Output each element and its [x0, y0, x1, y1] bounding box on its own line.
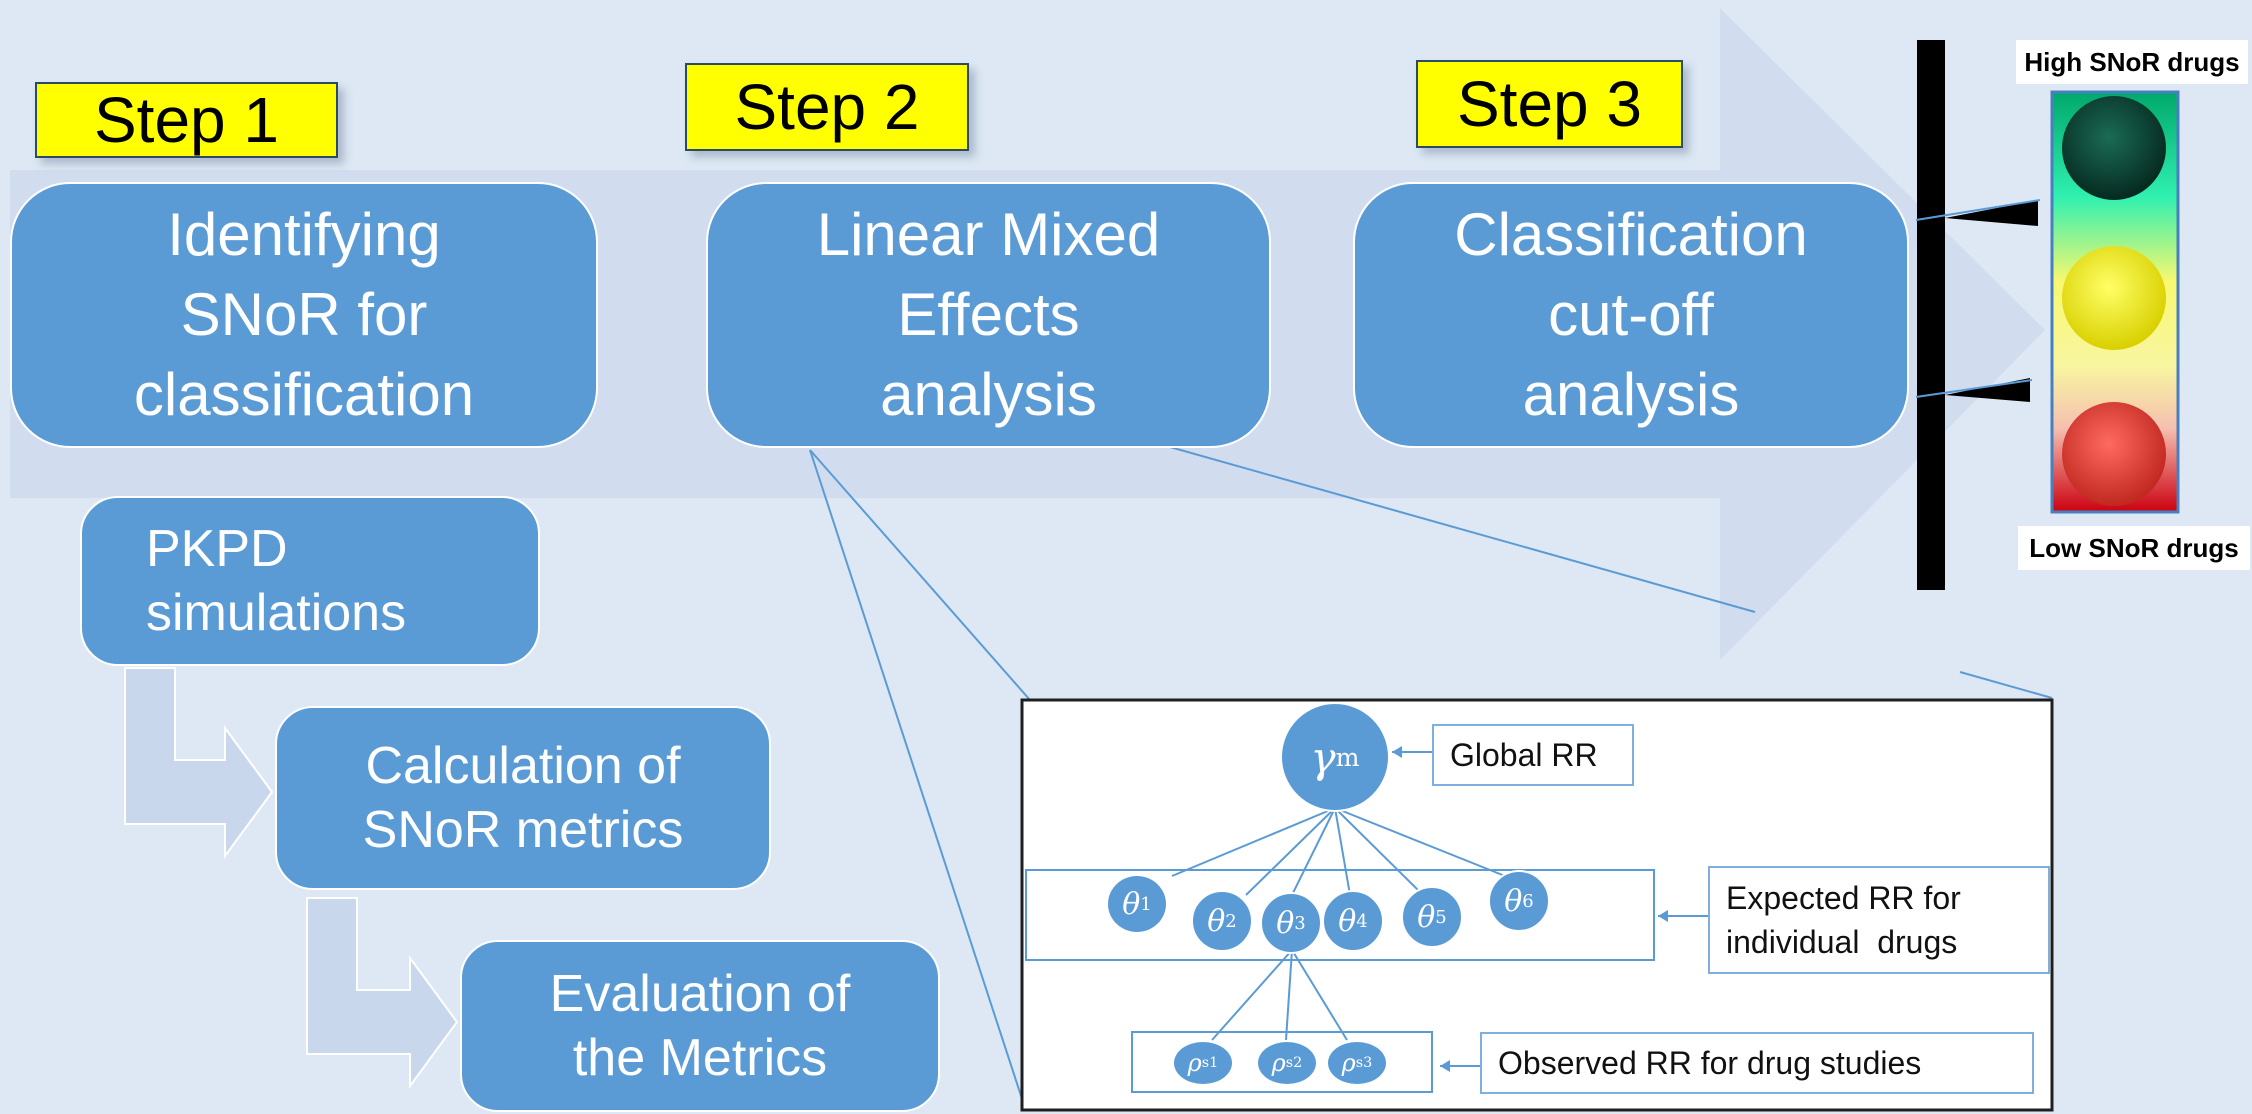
theta-1-symbol: θ	[1122, 886, 1141, 922]
theta-3-sub: 3	[1294, 912, 1306, 934]
step-1-label: Step 1	[35, 82, 338, 158]
step-3-box: Classification cut-off analysis	[1353, 182, 1909, 448]
step-3-label: Step 3	[1416, 60, 1683, 148]
high-snor-label: High SNoR drugs	[2016, 40, 2248, 84]
observed-rr-text: Observed RR for drug studies	[1498, 1045, 1922, 1081]
theta-3-symbol: θ	[1276, 905, 1295, 941]
expected-rr-line-1: Expected RR for	[1726, 880, 1961, 916]
theta-4-sub: 4	[1356, 910, 1368, 932]
rho-2-sub: s2	[1285, 1055, 1303, 1071]
substep-pkpd-line-2: simulations	[146, 584, 407, 642]
step-2-line-3: analysis	[880, 361, 1097, 428]
step-3-line-2: cut-off	[1548, 281, 1714, 348]
theta-5-symbol: θ	[1417, 899, 1436, 935]
substep-pkpd: PKPD simulations	[80, 496, 540, 666]
step-3-line-3: analysis	[1522, 361, 1740, 428]
sub-arrow-1	[124, 667, 274, 860]
cutoff-bar	[1917, 40, 1945, 590]
rho-3-symbol: ρ	[1341, 1049, 1356, 1077]
expected-rr-line-2: individual drugs	[1726, 924, 1958, 960]
rho-1-symbol: ρ	[1187, 1049, 1202, 1077]
theta-6-sub: 6	[1522, 890, 1534, 912]
green-light	[2062, 96, 2166, 200]
theta-5-sub: 5	[1435, 906, 1447, 928]
substep-calculation-line-2: SNoR metrics	[362, 801, 684, 859]
global-rr-text: Global RR	[1450, 737, 1598, 773]
rho-2-symbol: ρ	[1271, 1049, 1286, 1077]
step-2-box: Linear Mixed Effects analysis	[706, 182, 1271, 448]
substep-pkpd-line-1: PKPD	[146, 520, 288, 578]
low-snor-label: Low SNoR drugs	[2018, 526, 2250, 570]
theta-1-sub: 1	[1140, 893, 1152, 915]
global-rr-label: Global RR	[1432, 724, 1634, 786]
theta-2-symbol: θ	[1207, 903, 1226, 939]
expected-rr-label: Expected RR for individual drugs	[1708, 866, 2050, 974]
substep-evaluation: Evaluation of the Metrics	[460, 940, 940, 1112]
step-2-label: Step 2	[685, 63, 969, 151]
step-2-line-1: Linear Mixed	[816, 201, 1161, 268]
step-3-line-1: Classification	[1454, 201, 1808, 268]
observed-rr-label: Observed RR for drug studies	[1480, 1032, 2034, 1094]
rho-1-sub: s1	[1201, 1055, 1219, 1071]
sub-arrow-2	[306, 897, 459, 1090]
red-light	[2062, 402, 2166, 506]
global-node-sub: m	[1335, 742, 1360, 772]
step-1-box: Identifying SNoR for classification	[10, 182, 598, 448]
theta-4-symbol: θ	[1338, 903, 1357, 939]
yellow-light	[2062, 246, 2166, 350]
step-1-line-3: classification	[133, 361, 475, 428]
step-1-line-2: SNoR for	[180, 281, 428, 348]
substep-calculation-line-1: Calculation of	[365, 737, 681, 795]
step-1-line-1: Identifying	[167, 201, 441, 268]
theta-6-symbol: θ	[1504, 883, 1523, 919]
rho-3-sub: s3	[1355, 1055, 1373, 1071]
substep-evaluation-line-2: the Metrics	[572, 1029, 828, 1087]
global-node-symbol: γ	[1310, 732, 1336, 782]
substep-calculation: Calculation of SNoR metrics	[275, 706, 771, 890]
step-2-line-2: Effects	[897, 281, 1080, 348]
theta-2-sub: 2	[1225, 910, 1237, 932]
substep-evaluation-line-1: Evaluation of	[549, 965, 851, 1023]
